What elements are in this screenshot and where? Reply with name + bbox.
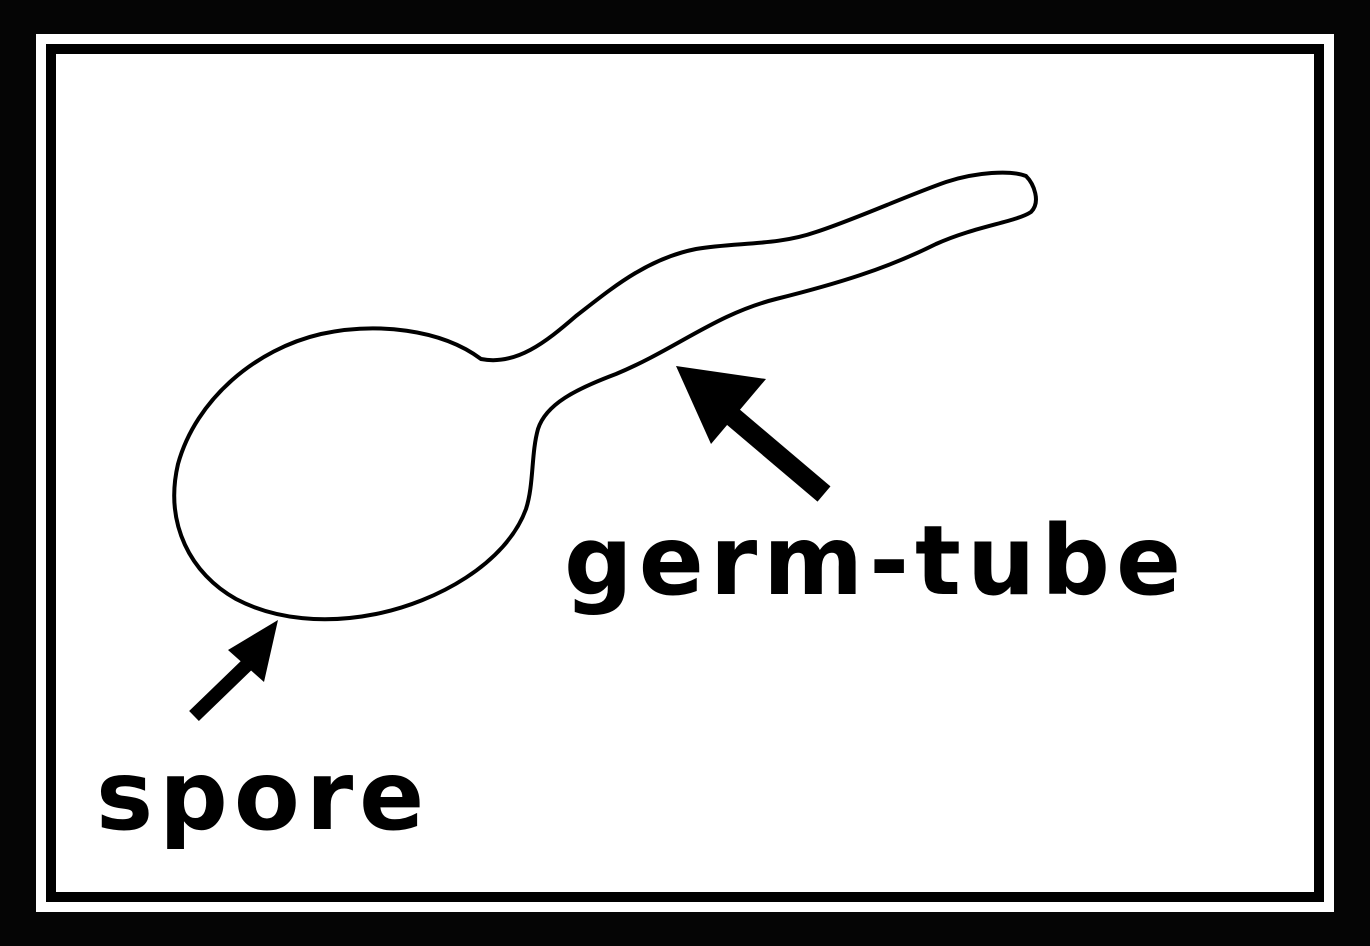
diagram-canvas: germ-tube spore (56, 54, 1314, 892)
germ-tube-label: germ-tube (564, 505, 1187, 617)
spore-label: spore (96, 740, 430, 852)
spore-arrow-shaft (194, 658, 254, 716)
diagram-svg: germ-tube spore (56, 54, 1314, 892)
